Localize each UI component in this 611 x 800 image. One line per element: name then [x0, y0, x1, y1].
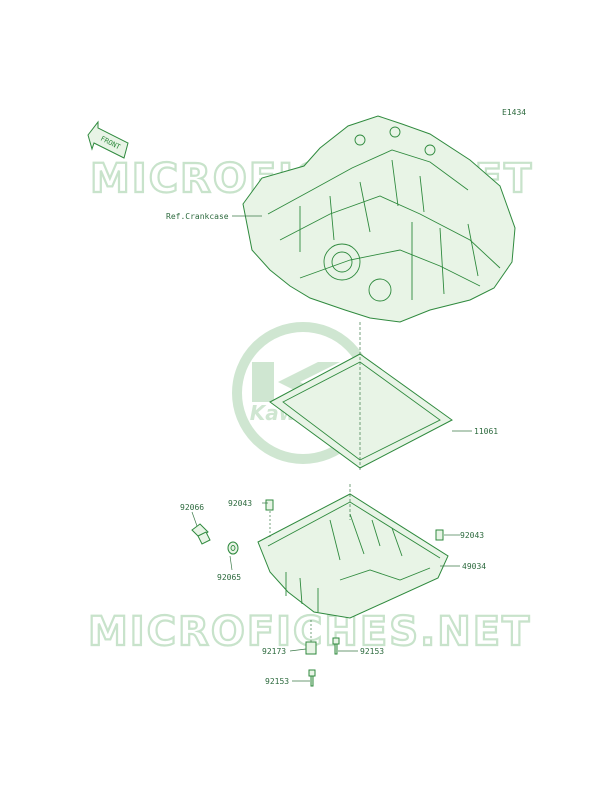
- bolt-right-icon: [332, 637, 340, 655]
- oil-pan-drawing: [257, 484, 449, 619]
- dowel-right-icon: [435, 529, 444, 541]
- label-dowel-left: 92043: [228, 499, 252, 508]
- label-bolt-right: 92153: [360, 647, 384, 656]
- dowel-left-icon: [265, 499, 274, 538]
- fitting-92173-icon: [305, 620, 317, 655]
- label-oil-pan: 49034: [462, 562, 486, 571]
- gasket-drawing: [269, 322, 453, 470]
- label-gasket: 11061: [474, 427, 498, 436]
- label-crankcase-ref: Ref.Crankcase: [166, 212, 229, 221]
- label-bolt-bottom: 92153: [265, 677, 289, 686]
- plug-92066-icon: [191, 523, 211, 545]
- label-plug: 92066: [180, 503, 204, 512]
- label-fitting: 92173: [262, 647, 286, 656]
- washer-92065-icon: [227, 541, 239, 555]
- leader-lines: [191, 215, 472, 682]
- diagram-id: E1434: [502, 108, 526, 117]
- bolt-bottom-icon: [308, 669, 316, 687]
- front-arrow-icon: FRONT: [87, 120, 129, 159]
- label-washer: 92065: [217, 573, 241, 582]
- crankcase-drawing: [242, 115, 516, 323]
- label-dowel-right: 92043: [460, 531, 484, 540]
